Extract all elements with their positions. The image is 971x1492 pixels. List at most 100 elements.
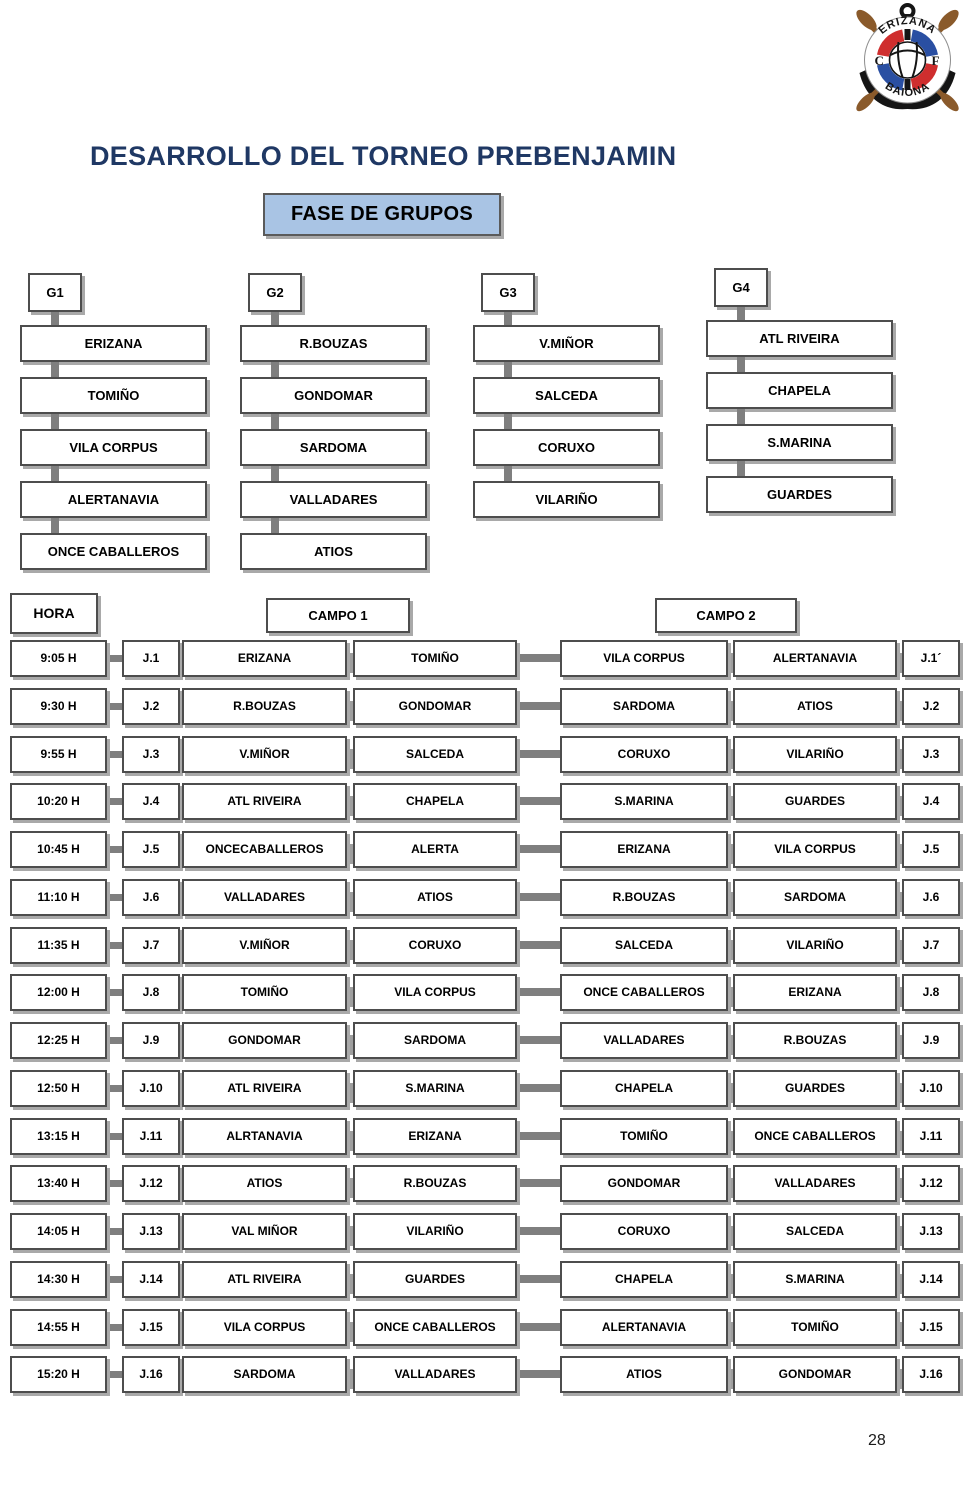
match-number-box: J.7 — [122, 926, 180, 964]
connector-stub — [348, 1178, 353, 1199]
team-box: ERIZANA — [20, 325, 207, 362]
campo2-home-team-box: VILA CORPUS — [560, 640, 728, 677]
campo1-away-team: TOMIÑO — [411, 651, 459, 666]
campo2-away-team: ATIOS — [797, 698, 833, 713]
match-time: 9:05 H — [40, 651, 77, 666]
match-time-box: 12:50 H — [10, 1069, 107, 1107]
group-connector — [737, 461, 745, 476]
connector-time-match — [105, 1037, 124, 1044]
schedule-row: 12:25 H J.9 GONDOMAR SARDOMA VALLADARES … — [0, 1022, 971, 1059]
campo1-away-team: VILARIÑO — [406, 1224, 464, 1239]
match-number: J.14 — [139, 1271, 163, 1286]
match-time: 15:20 H — [37, 1367, 80, 1382]
match-number-box: J.6 — [122, 878, 180, 916]
match-number-right-box: J.9 — [902, 1022, 960, 1059]
schedule-row: 10:20 H J.4 ATL RIVEIRA CHAPELA S.MARINA… — [0, 783, 971, 821]
campo2-away-team-box: ONCE CABALLEROS — [733, 1117, 897, 1155]
campo2-away-team: VALLADARES — [774, 1176, 856, 1191]
connector-time-match — [105, 655, 124, 662]
connector-stub — [898, 1178, 903, 1199]
group-connector — [271, 312, 279, 325]
connector-stub — [179, 748, 184, 769]
match-time: 10:20 H — [37, 794, 80, 809]
group-header-box: G2 — [248, 273, 302, 312]
match-number-right-box: J.3 — [902, 735, 960, 773]
match-number: J.3 — [142, 746, 160, 761]
team-box: VILA CORPUS — [20, 429, 207, 466]
connector-campo1-campo2 — [515, 749, 562, 758]
connector-stub — [898, 1035, 903, 1055]
connector-stub — [898, 891, 903, 912]
connector-stub — [728, 1226, 733, 1246]
campo1-away-team: ATIOS — [417, 889, 453, 904]
connector-stub — [898, 1273, 903, 1294]
connector-time-match — [105, 750, 124, 758]
team-name: ATL RIVEIRA — [759, 330, 840, 346]
connector-time-match — [105, 1371, 124, 1379]
campo1-home-team-box: V.MIÑOR — [182, 926, 347, 964]
match-number-right-box: J.6 — [902, 878, 960, 916]
connector-stub — [728, 987, 733, 1008]
group-connector — [737, 307, 745, 320]
connector-stub — [348, 1369, 353, 1390]
team-box: TOMIÑO — [20, 377, 207, 414]
connector-stub — [898, 653, 903, 673]
team-box: SALCEDA — [473, 377, 660, 414]
connector-stub — [898, 796, 903, 817]
team-name: CORUXO — [537, 439, 596, 455]
connector-campo1-campo2 — [515, 701, 562, 710]
campo2-home-team: R.BOUZAS — [612, 889, 676, 904]
group-header-box: G4 — [714, 268, 768, 307]
connector-campo1-campo2 — [515, 1274, 562, 1283]
campo1-home-team-box: ATL RIVEIRA — [182, 1069, 347, 1107]
connector-stub — [898, 1226, 903, 1246]
campo1-home-team-box: ATIOS — [182, 1165, 347, 1203]
connector-stub — [179, 1130, 184, 1151]
crest-letter-f: F — [932, 53, 940, 68]
connector-time-match — [105, 1180, 124, 1188]
campo2-home-team: ERIZANA — [617, 842, 671, 857]
campo2-away-team-box: SALCEDA — [733, 1213, 897, 1250]
match-number-right-box: J.5 — [902, 831, 960, 868]
match-time-box: 9:30 H — [10, 687, 107, 725]
schedule-row: 13:15 H J.11 ALRTANAVIA ERIZANA TOMIÑO O… — [0, 1117, 971, 1155]
lifebuoy-icon — [876, 29, 939, 91]
campo2-away-team: S.MARINA — [785, 1271, 845, 1286]
campo1-home-team-box: ATL RIVEIRA — [182, 1260, 347, 1298]
campo2-home-team: ONCE CABALLEROS — [583, 985, 705, 1000]
campo1-home-team-box: ALRTANAVIA — [182, 1117, 347, 1155]
campo1-home-team: ERIZANA — [237, 651, 292, 666]
campo2-home-team: ATIOS — [626, 1367, 662, 1382]
campo1-away-team: VALLADARES — [394, 1367, 476, 1382]
campo1-away-team-box: S.MARINA — [353, 1069, 517, 1107]
campo1-away-team-box: SARDOMA — [353, 1022, 517, 1059]
schedule-row: 9:30 H J.2 R.BOUZAS GONDOMAR SARDOMA ATI… — [0, 687, 971, 725]
match-number-right-box: J.14 — [902, 1260, 960, 1298]
connector-stub — [728, 1082, 733, 1103]
match-number-right: J.1´ — [920, 651, 942, 666]
campo2-home-team-box: S.MARINA — [560, 783, 728, 821]
campo2-home-team: VILA CORPUS — [603, 651, 685, 666]
schedule-row: 14:55 H J.15 VILA CORPUS ONCE CABALLEROS… — [0, 1308, 971, 1346]
match-number-right: J.7 — [922, 937, 940, 952]
campo2-home-team-box: GONDOMAR — [560, 1165, 728, 1203]
campo2-home-team: S.MARINA — [614, 794, 674, 809]
group-connector — [504, 414, 512, 429]
campo1-away-team: ONCE CABALLEROS — [374, 1319, 496, 1334]
match-number-right-box: J.1´ — [902, 640, 960, 677]
connector-stub — [898, 748, 903, 769]
campo1-away-team-box: VILARIÑO — [353, 1213, 517, 1250]
connector-time-match — [105, 1084, 124, 1092]
connector-stub — [898, 1082, 903, 1103]
match-number-right: J.16 — [919, 1367, 943, 1382]
match-time-box: 11:35 H — [10, 926, 107, 964]
match-time: 11:10 H — [37, 889, 80, 904]
match-number-right-box: J.15 — [902, 1308, 960, 1346]
campo2-home-team-box: ATIOS — [560, 1356, 728, 1394]
campo2-home-team: CORUXO — [617, 1224, 671, 1239]
connector-campo1-campo2 — [515, 1036, 562, 1044]
schedule-row: 14:05 H J.13 VAL MIÑOR VILARIÑO CORUXO S… — [0, 1213, 971, 1250]
campo1-away-team-box: ALERTA — [353, 831, 517, 868]
campo1-away-team: SALCEDA — [405, 746, 464, 761]
